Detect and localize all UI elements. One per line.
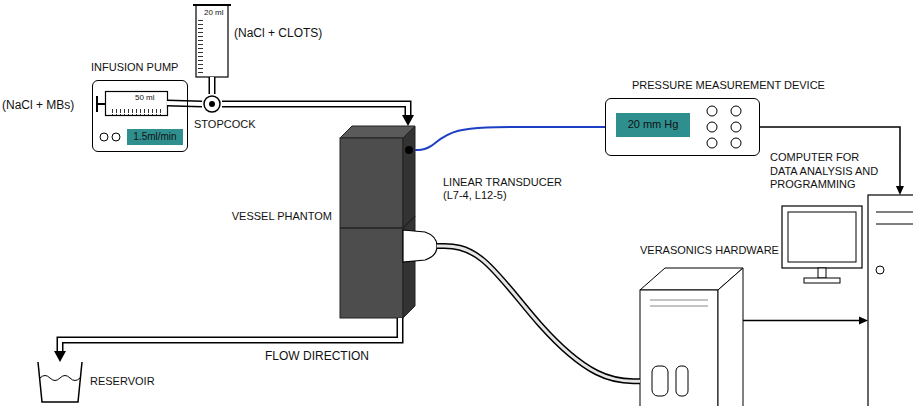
syringe: 50 ml — [105, 91, 167, 115]
arrowhead — [402, 115, 414, 126]
stopcock: STOPCOCK — [202, 94, 222, 114]
pressure-display: 20 mm Hg — [616, 113, 690, 137]
node-heading: PRESSURE MEASUREMENT DEVICE — [632, 79, 825, 92]
connector-stroke — [437, 246, 640, 381]
stopcock-symbol — [204, 96, 220, 112]
infusion-pump: 1.5ml/min50 mlINFUSION PUMP — [92, 80, 188, 152]
reservoir-drawing — [38, 362, 82, 402]
connector-stroke — [222, 104, 408, 117]
node-text: 1.5ml/min — [133, 131, 176, 143]
linear-transducer: LINEAR TRANSDUCER (L7-4, L12-5) — [403, 228, 437, 264]
node-heading: VESSEL PHANTOM — [232, 210, 332, 223]
node-heading: 20 ml — [204, 8, 224, 18]
pump-button — [100, 133, 108, 141]
arrowhead — [859, 317, 868, 325]
connector-stroke — [210, 77, 214, 94]
pressure-wire — [415, 127, 605, 150]
tube-connector — [212, 77, 213, 94]
connector-stroke — [222, 104, 408, 117]
connector-stroke — [167, 103, 202, 104]
signal-arrow — [743, 317, 868, 325]
pressure-buttons — [707, 106, 741, 148]
verasonics-hardware: VERASONICS HARDWARE — [640, 268, 743, 406]
solution-label: (NaCl + CLOTS) — [234, 26, 322, 40]
syringe: 20 ml — [196, 5, 228, 77]
connector-stroke — [209, 77, 216, 94]
pump-syringe-drawing — [97, 92, 168, 116]
node-heading: VERASONICS HARDWARE — [640, 244, 779, 257]
connector-stroke — [437, 246, 640, 381]
transducer-drawing — [403, 230, 437, 262]
reservoir: RESERVOIR — [38, 362, 82, 402]
connector-stroke — [415, 127, 605, 150]
node-heading: STOPCOCK — [194, 118, 256, 131]
node-heading: RESERVOIR — [90, 375, 155, 388]
connector-stroke — [743, 320, 861, 322]
computer-drawing — [782, 195, 913, 406]
solution-label: (NaCl + MBs) — [2, 98, 74, 112]
tube-connector — [54, 318, 400, 362]
arrowhead — [896, 186, 904, 195]
arrowhead — [54, 351, 66, 362]
node-heading: LINEAR TRANSDUCER (L7-4, L12-5) — [443, 176, 575, 202]
node-heading: 50 ml — [135, 93, 155, 103]
connector-stroke — [167, 103, 202, 104]
pressure-device: 20 mm HgPRESSURE MEASUREMENT DEVICE — [605, 98, 760, 156]
clot-syringe-drawing — [193, 5, 231, 77]
tube-connector — [167, 103, 202, 104]
transducer-cable — [437, 246, 640, 381]
node-text: 20 mm Hg — [628, 118, 679, 131]
connector-stroke — [60, 318, 400, 353]
vessel-phantom-drawing — [340, 126, 415, 318]
verasonics-drawing — [640, 268, 743, 406]
node-heading: INFUSION PUMP — [91, 61, 178, 74]
node-heading: COMPUTER FOR DATA ANALYSIS AND PROGRAMMI… — [770, 151, 886, 191]
vessel-phantom: VESSEL PHANTOM — [340, 126, 415, 318]
connector-stroke — [60, 318, 400, 353]
pump-display: 1.5ml/min — [127, 129, 183, 145]
flow-direction-label: FLOW DIRECTION — [265, 349, 369, 363]
signal-arrow — [760, 127, 904, 195]
pump-button — [112, 133, 120, 141]
computer: COMPUTER FOR DATA ANALYSIS AND PROGRAMMI… — [868, 195, 913, 406]
